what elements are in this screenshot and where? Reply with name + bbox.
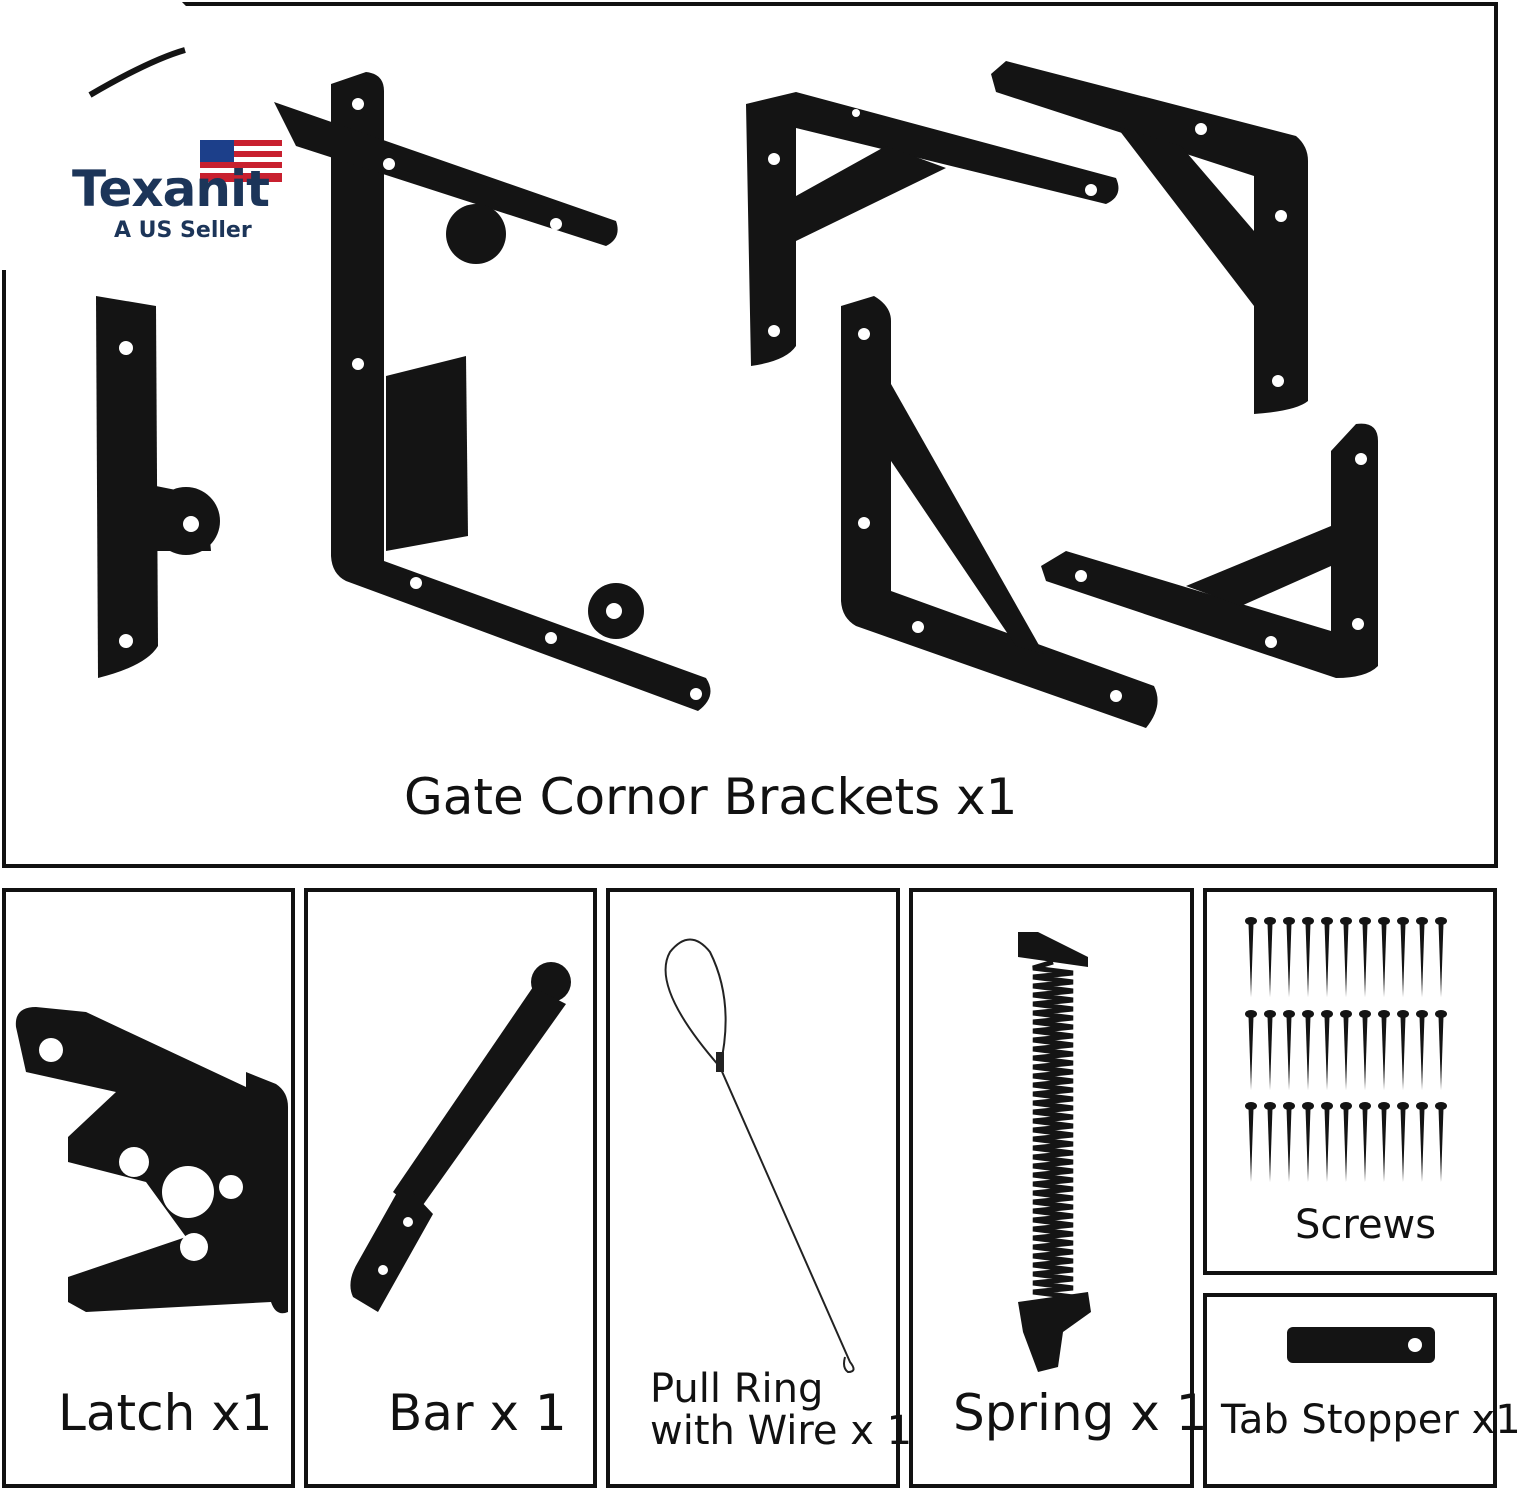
corner-bracket-b	[991, 61, 1308, 414]
screw-icon	[1245, 1102, 1257, 1182]
screw-icon	[1321, 1102, 1333, 1182]
screws-label: Screws	[1295, 1202, 1437, 1248]
screw-icon	[1283, 1010, 1295, 1090]
tab-stopper-panel: Tab Stopper x1	[1203, 1293, 1521, 1488]
screw-icon	[1397, 1102, 1409, 1182]
spring-panel: Spring x 1	[909, 888, 1208, 1488]
latch-label: Latch x1	[58, 1384, 273, 1442]
screw-icon	[1340, 1102, 1352, 1182]
screw-icon	[1283, 917, 1295, 997]
latch-illustration	[15, 1007, 288, 1314]
screws-illustration	[1245, 917, 1447, 1182]
brand-logo: Texanit A US Seller	[60, 120, 300, 260]
corner-bracket-a	[746, 92, 1119, 366]
screw-icon	[1359, 1102, 1371, 1182]
screw-icon	[1397, 917, 1409, 997]
gate-bracket-illustration	[92, 44, 1378, 728]
spring-label: Spring x 1	[953, 1384, 1208, 1442]
latch-plate-shape	[96, 296, 158, 678]
screw-icon	[1416, 1102, 1428, 1182]
brand-tagline: A US Seller	[114, 218, 252, 243]
screw-icon	[1264, 1102, 1276, 1182]
main-panel-label: Gate Cornor Brackets x1	[404, 768, 1018, 826]
bar-illustration	[350, 962, 571, 1312]
tab-stopper-label: Tab Stopper x1	[1221, 1397, 1521, 1443]
screw-icon	[1416, 917, 1428, 997]
screw-icon	[1378, 1010, 1390, 1090]
bar-label: Bar x 1	[388, 1384, 567, 1442]
screws-panel: Screws	[1203, 888, 1497, 1275]
screw-icon	[1321, 1010, 1333, 1090]
screw-icon	[1245, 1010, 1257, 1090]
bar-panel: Bar x 1	[304, 888, 597, 1488]
screw-icon	[1302, 917, 1314, 997]
main-panel: Gate Cornor Brackets x1	[2, 2, 1498, 868]
screw-icon	[1378, 917, 1390, 997]
screw-icon	[1416, 1010, 1428, 1090]
screw-icon	[1245, 917, 1257, 997]
brand-badge-backdrop	[0, 0, 270, 274]
screw-icon	[1435, 1010, 1447, 1090]
corner-bracket-c	[841, 296, 1158, 728]
screw-icon	[1283, 1102, 1295, 1182]
screw-icon	[1302, 1010, 1314, 1090]
spring-coil	[1032, 959, 1074, 1300]
screw-icon	[1264, 917, 1276, 997]
screw-icon	[1435, 1102, 1447, 1182]
pull-ring-label-line2: with Wire x 1	[650, 1408, 913, 1454]
brand-name: Texanit	[72, 160, 270, 218]
screw-icon	[1264, 1010, 1276, 1090]
tab-stopper-illustration	[1287, 1327, 1435, 1363]
screw-icon	[1397, 1010, 1409, 1090]
screw-icon	[1378, 1102, 1390, 1182]
screw-icon	[1340, 917, 1352, 997]
screw-icon	[1435, 917, 1447, 997]
screw-icon	[1302, 1102, 1314, 1182]
pull-ring-panel: Pull Ring with Wire x 1	[606, 888, 912, 1488]
screw-icon	[1359, 917, 1371, 997]
corner-bracket-d	[1041, 423, 1378, 678]
us-flag-icon	[200, 140, 282, 182]
screw-icon	[1359, 1010, 1371, 1090]
pull-ring-label-line1: Pull Ring	[650, 1366, 824, 1412]
latch-panel: Latch x1	[2, 888, 295, 1488]
pull-ring-illustration	[664, 938, 855, 1374]
screw-icon	[1321, 917, 1333, 997]
spring-illustration	[1018, 932, 1091, 1372]
screw-icon	[1340, 1010, 1352, 1090]
